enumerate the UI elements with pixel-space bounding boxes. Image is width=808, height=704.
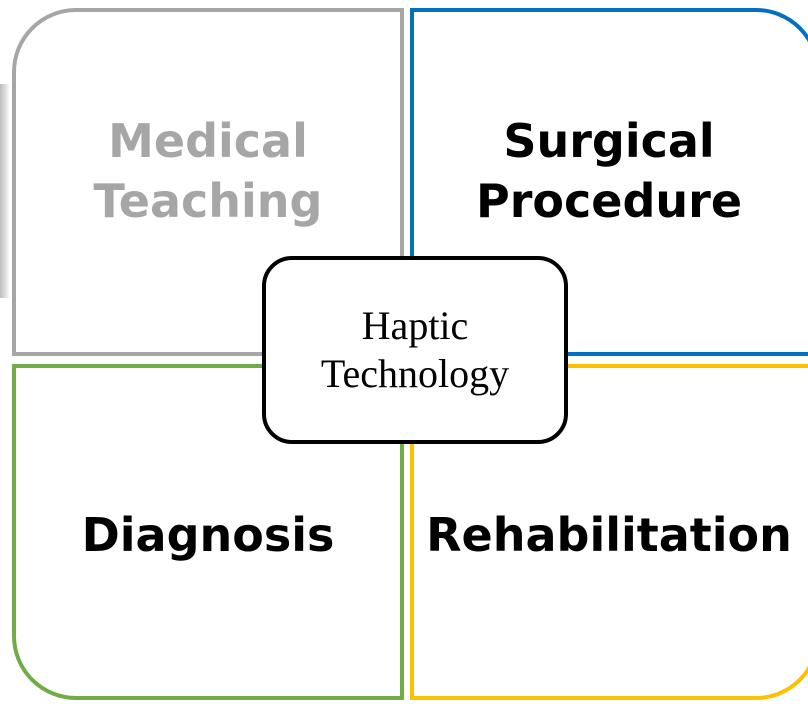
quadrant-label-surgical-procedure: Surgical Procedure [475,114,743,228]
quadrant-label-rehabilitation: Rehabilitation [426,508,792,562]
quadrant-diagnosis: Diagnosis [12,364,404,700]
quadrant-label-diagnosis: Diagnosis [81,508,335,562]
quadrant-rehabilitation: Rehabilitation [410,364,808,700]
quadrant-label-medical-teaching: Medical Teaching [93,114,323,228]
quadrant-medical-teaching: Medical Teaching [12,8,404,356]
center-node: Haptic Technology [262,256,568,444]
edge-image-fragment [0,84,10,298]
center-label: Haptic Technology [320,303,510,396]
